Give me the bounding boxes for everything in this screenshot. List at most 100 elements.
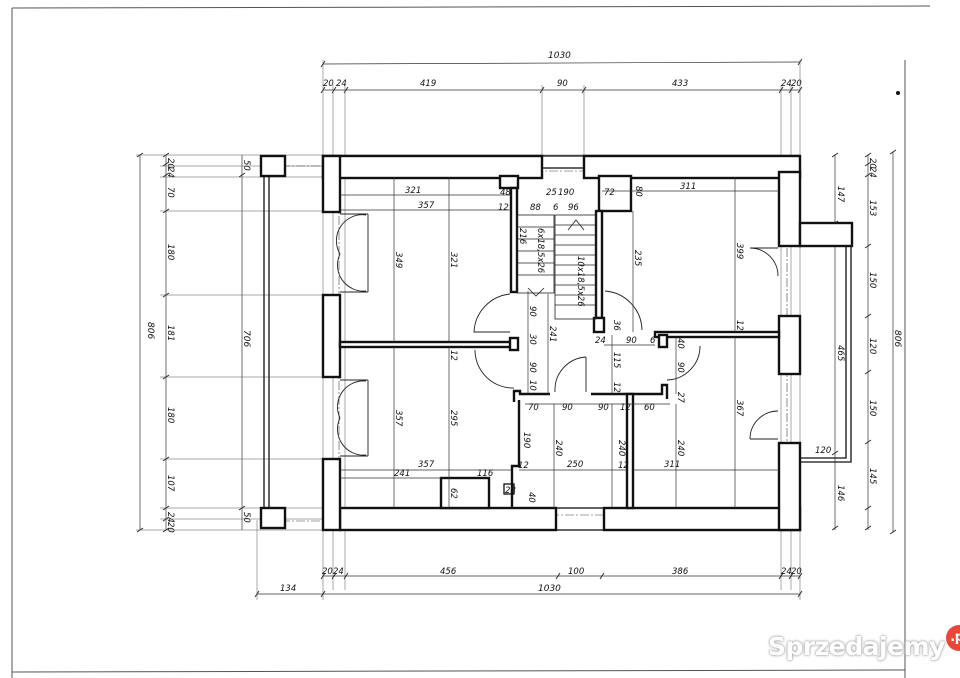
dim-overhang: 134 (280, 584, 296, 594)
dim-left-8: 20 (165, 522, 175, 533)
watermark-text: Sprzedajemy (768, 631, 945, 661)
dim-12c: 12 (734, 320, 744, 331)
dim-bottom-0: 20 (322, 567, 333, 577)
dim-90f: 90 (562, 403, 573, 413)
watermark-badge-icon: .pl (945, 625, 960, 651)
dim-left-1: 24 (165, 167, 175, 178)
dim-top-4: 433 (672, 79, 688, 89)
dim-241b: 241 (394, 469, 410, 479)
dim-90b: 90 (626, 336, 637, 346)
dim-pillar-top: 50 (241, 160, 251, 171)
dim-120: 120 (815, 446, 831, 456)
right-dimensions: 20 24 153 150 120 150 145 147 90 465 146… (831, 149, 902, 535)
dim-left-4: 181 (165, 325, 175, 341)
dim-357c: 357 (418, 460, 435, 470)
dim-left-7: 24 (165, 512, 175, 523)
dim-90g: 90 (598, 403, 609, 413)
dim-12f: 12 (518, 461, 529, 471)
dim-190b: 190 (521, 432, 531, 448)
room-dimensions: 321 357 48 12 88 6 96 190 25 72 80 311 3… (340, 177, 831, 508)
dim-left-6: 107 (165, 475, 175, 492)
dim-349: 349 (393, 252, 403, 268)
dim-bottom-2: 456 (440, 567, 457, 577)
dim-115: 115 (611, 352, 621, 368)
dim-90e: 90 (675, 362, 685, 373)
dim-top-3: 90 (557, 79, 568, 89)
stair-flight-a: 6x18,5x26 (535, 228, 545, 274)
dim-240c: 240 (675, 440, 685, 456)
dim-96: 96 (568, 203, 579, 213)
dim-top-5: 24 (781, 79, 792, 89)
dim-48: 48 (500, 188, 511, 198)
top-window (541, 155, 585, 169)
dim-left-inner: 706 (241, 330, 251, 347)
dim-right-0: 20 (867, 158, 877, 169)
dim-321b: 321 (448, 252, 458, 268)
dim-right-inner-3: 146 (835, 485, 845, 502)
dim-367: 367 (734, 400, 744, 417)
dim-top-2: 419 (420, 79, 436, 89)
dim-28: 28 (505, 486, 516, 496)
dim-72: 72 (604, 188, 615, 198)
watermark: Sprzedajemy .pl (768, 625, 960, 666)
dim-311-top: 311 (680, 182, 696, 192)
dim-27: 27 (675, 392, 685, 403)
dim-12d: 12 (611, 382, 621, 393)
dim-190: 190 (558, 188, 574, 198)
dim-right-inner-0: 147 (835, 186, 845, 203)
dim-116: 116 (477, 469, 494, 479)
dim-right-6: 145 (867, 468, 877, 484)
dim-40: 40 (675, 338, 685, 349)
dim-6b: 6 (650, 336, 656, 346)
dim-top-total: 1030 (548, 51, 571, 61)
dim-right-inner-2: 465 (835, 345, 845, 361)
dim-bottom-5: 24 (781, 567, 792, 577)
staircase: 6x18,5x26 10x18,5x26 (516, 214, 597, 320)
dim-295: 295 (448, 410, 458, 426)
dim-12b: 12 (448, 350, 458, 361)
dim-left-0: 20 (165, 158, 175, 169)
dim-right-1: 24 (867, 167, 877, 178)
dim-88: 88 (530, 203, 541, 213)
dim-pillar-bottom: 50 (241, 512, 251, 523)
bottom-dimensions: 20 24 456 100 386 24 20 134 1030 (254, 520, 803, 600)
dim-top-1: 24 (336, 79, 347, 89)
dim-left-total: 806 (145, 322, 155, 339)
dim-321: 321 (405, 186, 421, 196)
dim-right-3: 150 (867, 272, 877, 288)
dim-right-4: 120 (867, 338, 877, 354)
dim-6: 6 (553, 203, 559, 213)
walls (259, 154, 854, 532)
dim-10: 10 (527, 380, 537, 391)
dim-60: 60 (644, 403, 655, 413)
dim-357: 357 (418, 201, 435, 211)
doors (335, 213, 779, 457)
dim-30: 30 (527, 334, 537, 345)
dim-240b: 240 (616, 440, 626, 456)
dim-right-5: 150 (867, 400, 877, 416)
paper-frame (11, 5, 931, 678)
dim-top-0: 20 (323, 79, 334, 89)
dim-25: 25 (546, 188, 557, 198)
dim-62: 62 (448, 488, 458, 499)
dim-250: 250 (567, 460, 583, 470)
dim-right-total: 806 (892, 330, 902, 347)
dim-bottom-1: 24 (333, 567, 344, 577)
dim-90c: 90 (527, 362, 537, 373)
dim-24: 24 (595, 336, 606, 346)
stair-flight-b: 10x18,5x26 (575, 256, 585, 307)
dim-bottom-3: 100 (568, 567, 584, 577)
dim-240a: 240 (553, 440, 563, 456)
dim-399: 399 (734, 243, 744, 259)
dim-12a: 12 (498, 203, 509, 213)
dim-right-2: 153 (867, 200, 877, 216)
dim-top-6: 20 (791, 79, 802, 89)
dim-216: 216 (517, 228, 527, 245)
dim-left-5: 180 (165, 407, 175, 423)
dim-40b: 40 (526, 492, 536, 503)
dim-36: 36 (611, 320, 621, 331)
dim-12g: 12 (618, 461, 629, 471)
dim-235: 235 (632, 250, 642, 266)
dim-bottom-4: 386 (672, 567, 689, 577)
